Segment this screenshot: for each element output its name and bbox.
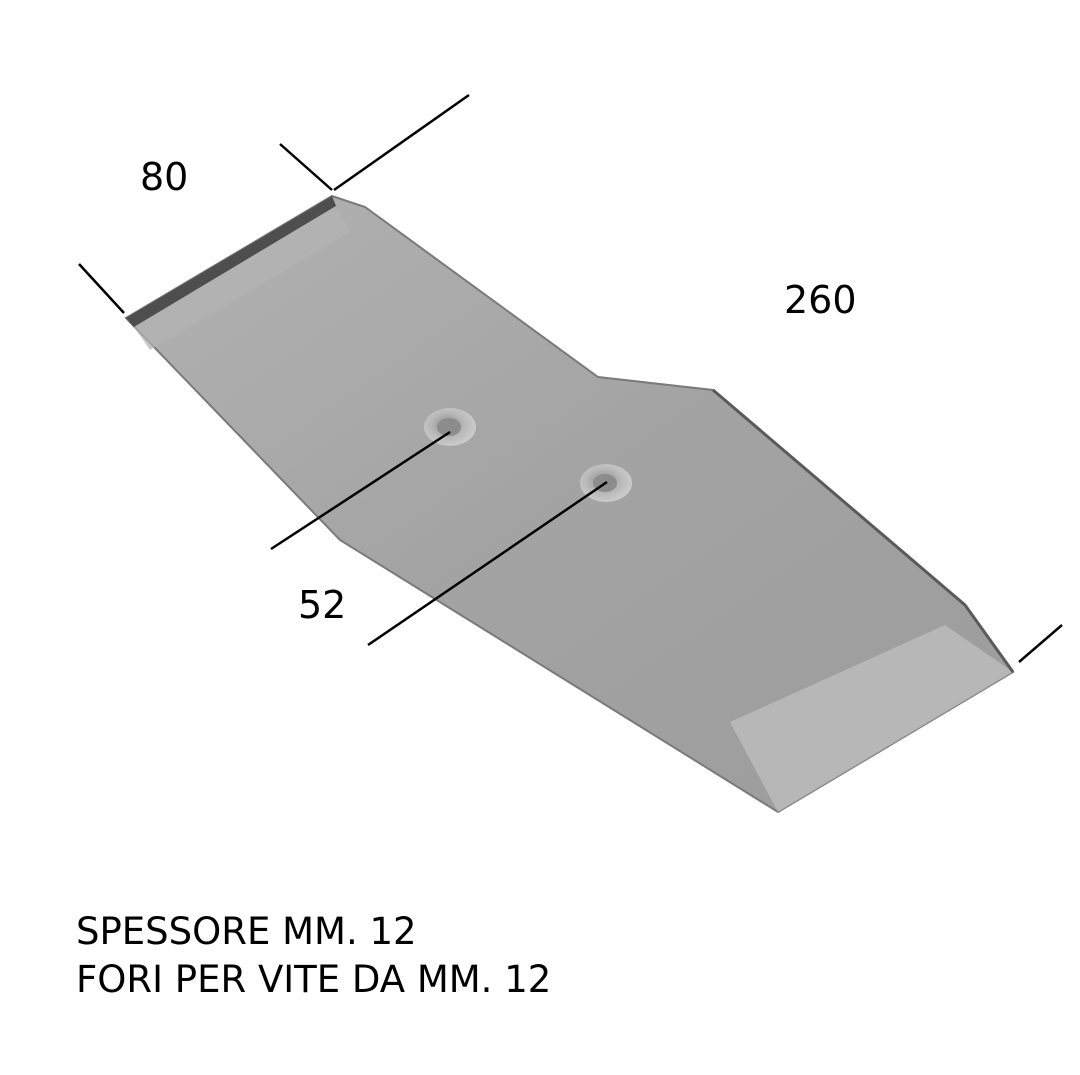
- hole-leader-lower: [367, 480, 608, 647]
- blade-right-bevel: [730, 625, 1013, 812]
- hole-spacing-label: 52: [298, 583, 347, 627]
- notes-block: SPESSORE MM. 12 FORI PER VITE DA MM. 12: [76, 908, 551, 1004]
- blade-left-bevel: [134, 206, 350, 350]
- width-dimension-label: 80: [140, 155, 189, 199]
- blade-right-edge: [712, 388, 1015, 673]
- holes-note: FORI PER VITE DA MM. 12: [76, 958, 552, 1001]
- length-extension-right: [1018, 624, 1063, 663]
- width-extension-right: [279, 143, 333, 191]
- bolt-hole-upper: [424, 408, 476, 446]
- width-extension-left: [78, 263, 125, 314]
- length-dimension-line: [333, 93, 470, 192]
- blade-top-edge: [126, 196, 336, 327]
- thickness-note: SPESSORE MM. 12: [76, 910, 417, 953]
- hole-leader-upper: [270, 430, 451, 551]
- length-dimension-label: 260: [784, 278, 857, 322]
